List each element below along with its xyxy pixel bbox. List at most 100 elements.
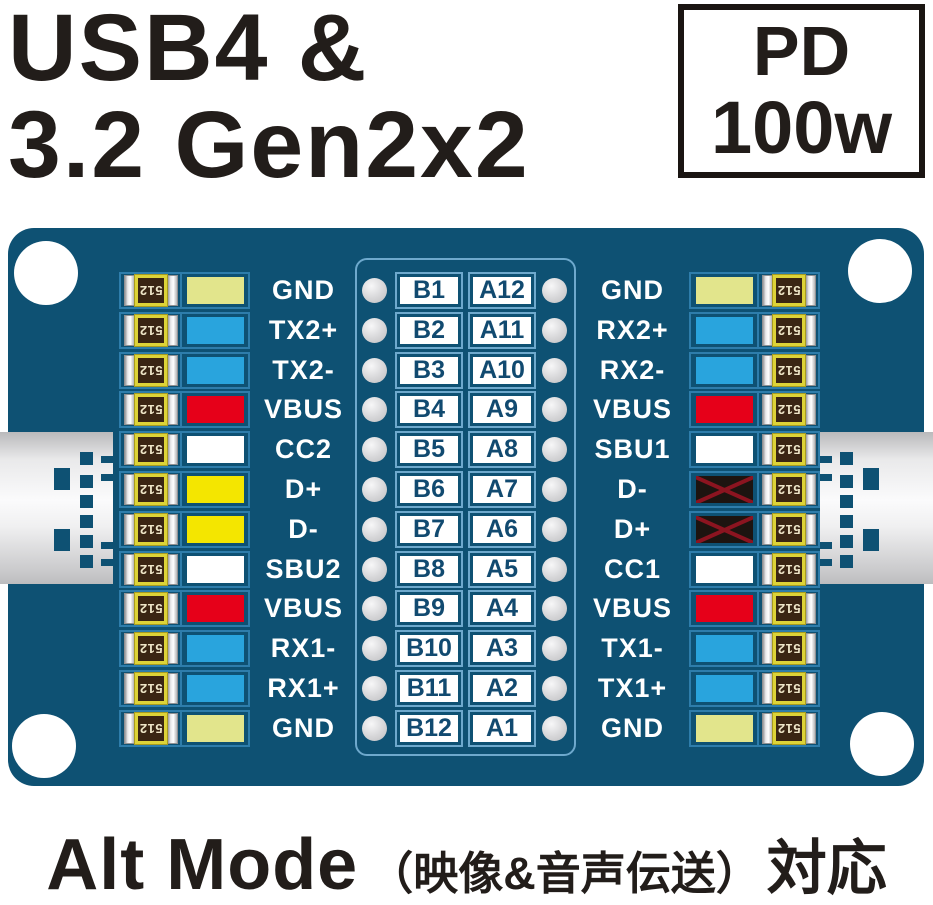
pad-cell — [180, 590, 250, 628]
a-pin-cell: A7 — [468, 471, 536, 508]
pin-label: VBUS — [592, 593, 672, 624]
through-hole — [362, 477, 387, 502]
solder-pad — [186, 555, 244, 583]
resistor-body: 512 — [133, 592, 168, 626]
resistor-value-label: 512 — [137, 278, 164, 303]
resistor-cell: 512 — [119, 670, 182, 707]
resistor-value-label: 512 — [775, 715, 802, 741]
a-pin-number: A11 — [473, 316, 531, 344]
resistor-value-label: 512 — [137, 437, 164, 463]
resistor-cell: 512 — [119, 630, 182, 668]
smd-resistor: 512 — [761, 313, 816, 347]
solder-pad — [186, 714, 244, 742]
resistor-cap — [804, 434, 816, 466]
pin-row-right: D+ 512 — [576, 510, 820, 548]
pin-row-right: GND 512 — [576, 272, 820, 309]
solder-pad — [695, 476, 753, 503]
resistor-cell: 512 — [119, 391, 182, 429]
resistor-cap — [804, 553, 816, 585]
resistor-cap — [804, 314, 816, 346]
resistor-cell: 512 — [757, 272, 820, 309]
pin-row-left: 512 TX2- — [119, 351, 357, 389]
b-pin-cell: B7 — [395, 510, 463, 548]
pin-row-left: 512 GND — [119, 709, 357, 747]
solder-pad — [695, 595, 753, 623]
pin-row-right: TX1+ 512 — [576, 670, 820, 707]
resistor-value-label: 512 — [137, 357, 164, 383]
solder-pad — [186, 277, 244, 304]
b-pin-cell: B12 — [395, 709, 463, 747]
title-line-1: USB4 & — [8, 0, 369, 101]
pin-label: VBUS — [263, 394, 343, 425]
connector-edge-notch — [101, 542, 113, 549]
through-hole — [362, 317, 387, 343]
solder-pad — [186, 635, 244, 663]
resistor-body: 512 — [133, 353, 168, 387]
resistor-cell: 512 — [757, 550, 820, 588]
pin-label: RX2- — [599, 354, 666, 385]
pin-label: D- — [288, 513, 319, 544]
smd-resistor: 512 — [761, 512, 816, 546]
connector-pin-mark — [840, 495, 853, 508]
pin-row-center: B1 A12 — [355, 272, 576, 309]
pin-label: CC1 — [603, 553, 661, 584]
through-hole — [542, 516, 567, 542]
smd-resistor: 512 — [761, 632, 816, 666]
resistor-body: 512 — [771, 353, 806, 387]
pin-row-right: CC1 512 — [576, 550, 820, 588]
resistor-cell: 512 — [757, 510, 820, 548]
through-hole — [542, 477, 567, 502]
smd-resistor: 512 — [761, 393, 816, 427]
pad-cell — [689, 630, 759, 668]
pin-row-right: GND 512 — [576, 709, 820, 747]
resistor-body: 512 — [771, 393, 806, 427]
pad-cell — [180, 272, 250, 309]
smd-resistor: 512 — [123, 433, 178, 467]
connector-pin-mark — [80, 452, 93, 465]
resistor-body: 512 — [771, 274, 806, 307]
b-pin-cell: B3 — [395, 351, 463, 389]
pad-cell — [689, 550, 759, 588]
pin-row-center: B10 A3 — [355, 630, 576, 668]
through-hole — [542, 357, 567, 383]
resistor-value-label: 512 — [775, 357, 802, 383]
resistor-value-label: 512 — [775, 636, 802, 662]
resistor-cell: 512 — [757, 391, 820, 429]
pad-cell — [689, 471, 759, 508]
smd-resistor: 512 — [123, 274, 178, 307]
pin-label: VBUS — [263, 593, 343, 624]
resistor-body: 512 — [771, 512, 806, 546]
mounting-hole-bottom-right — [850, 712, 914, 776]
connector-pin-mark — [54, 529, 70, 551]
resistor-body: 512 — [133, 711, 168, 745]
resistor-cell: 512 — [119, 311, 182, 349]
resistor-cap — [804, 513, 816, 545]
connector-pin-mark — [80, 495, 93, 508]
resistor-cap — [166, 673, 178, 704]
pin-label: GND — [601, 275, 664, 305]
resistor-cell: 512 — [757, 590, 820, 628]
pad-cell — [689, 391, 759, 429]
connector-pin-mark — [54, 468, 70, 490]
resistor-cap — [804, 593, 816, 625]
resistor-value-label: 512 — [137, 715, 164, 741]
resistor-cap — [804, 354, 816, 386]
pin-label: TX2+ — [268, 314, 339, 345]
usb-c-connector-right — [820, 432, 933, 584]
pin-row-left: 512 RX1+ — [119, 670, 357, 707]
resistor-body: 512 — [771, 592, 806, 626]
pin-label: SBU2 — [265, 553, 342, 584]
connector-pin-mark — [863, 468, 879, 490]
pin-row-right: RX2+ 512 — [576, 311, 820, 349]
resistor-cap — [166, 633, 178, 665]
pad-cell — [689, 431, 759, 469]
connector-pin-mark — [840, 475, 853, 488]
pin-row-right: TX1- 512 — [576, 630, 820, 668]
resistor-body: 512 — [771, 433, 806, 467]
pin-label: GND — [272, 712, 335, 743]
pad-cell — [180, 709, 250, 747]
resistor-value-label: 512 — [775, 516, 802, 542]
pin-row-right: D- 512 — [576, 471, 820, 508]
solder-pad — [695, 316, 753, 344]
pin-row-right: RX2- 512 — [576, 351, 820, 389]
